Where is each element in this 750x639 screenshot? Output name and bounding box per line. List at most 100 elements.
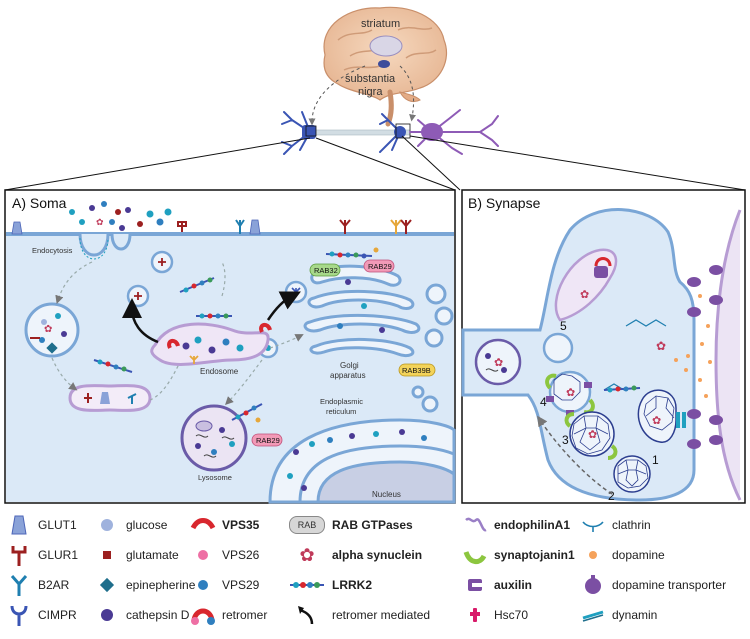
retromer-arrow-2 (266, 291, 301, 321)
endophilin-icon (462, 514, 488, 536)
axonal-vesicle: ✿ (474, 338, 522, 386)
substantia-label: substantia (345, 73, 396, 85)
lrrk2-icon (288, 574, 326, 596)
legend-auxilin: auxilin (462, 574, 532, 596)
legend-dynamin: dynamin (580, 604, 657, 626)
golgi-apparatus (303, 264, 454, 358)
retromer-icon (190, 604, 216, 626)
legend-alpha-synuclein: ✿ alpha synuclein (288, 544, 422, 566)
vesicle-stage-4: ✿ (545, 370, 595, 416)
legend-epinepherine: epinepherine (94, 574, 195, 596)
nigra-label: nigra (358, 86, 383, 98)
panel-b-title: B) Synapse (468, 195, 541, 211)
svg-text:✿: ✿ (652, 415, 661, 427)
postsynaptic-membrane (714, 209, 742, 501)
retromer-arrow-icon (288, 604, 326, 626)
legend-synaptojanin: synaptojanin1 (462, 544, 575, 566)
striatum-label: striatum (361, 18, 400, 30)
dopamine-transporters (687, 265, 723, 449)
alpha-synuclein-icon: ✿ (299, 544, 315, 565)
vps29-icon (190, 574, 216, 596)
svg-text:RAB32: RAB32 (314, 266, 338, 275)
legend-endophilin: endophilinA1 (462, 514, 570, 536)
rab39b-badge: RAB39B (398, 363, 436, 377)
recycling-vesicle (68, 384, 152, 412)
svg-text:✿: ✿ (656, 339, 666, 353)
legend-lrrk2: LRRK2 (288, 574, 372, 596)
dopamine-cleft (674, 294, 712, 398)
rab32-badge: RAB32 (309, 263, 341, 277)
stage-5-label: 5 (560, 319, 567, 333)
terminal-neuron-icon (379, 113, 406, 153)
lrrk2-molecule (93, 277, 232, 373)
stage-4-label: 4 (540, 395, 547, 409)
vesicle-stage-1: ✿ (637, 389, 686, 443)
svg-text:RAB29: RAB29 (256, 436, 280, 445)
panel-a-title: A) Soma (12, 195, 67, 211)
stage-3-label: 3 (562, 433, 569, 447)
presynaptic-terminal (461, 208, 696, 502)
vps26-icon (190, 544, 216, 566)
dynamin-icon (580, 604, 606, 626)
brain-illustration: striatum substantia nigra (308, 6, 448, 127)
legend-retromer: retromer (190, 604, 267, 626)
glutamate-icon (94, 544, 120, 566)
golgi-label-1: Golgi (340, 361, 359, 370)
striatal-neuron-icon (409, 109, 499, 155)
legend-dopamine-transporter: dopamine transporter (580, 574, 726, 596)
nucleus-label: Nucleus (372, 490, 401, 499)
legend-glur1: GLUR1 (6, 544, 78, 566)
b2ar-icon (6, 574, 32, 596)
svg-text:✿: ✿ (96, 217, 104, 227)
svg-text:✿: ✿ (494, 357, 503, 369)
lysosome-label: Lysosome (198, 473, 232, 482)
legend-rab-gtpases: RAB RAB GTPases (288, 514, 413, 536)
endosome-label: Endosome (200, 367, 239, 376)
recycling-arrow (537, 415, 613, 495)
rab-badge-icon: RAB (288, 514, 326, 536)
rab29-badge-lysosome: RAB29 (251, 433, 283, 447)
lysosome (180, 404, 248, 472)
golgi-label-2: apparatus (330, 371, 366, 380)
legend-retromer-mediated: retromer mediated (288, 604, 430, 626)
clathrin-icon (580, 514, 606, 536)
stage-1-label: 1 (652, 453, 659, 467)
svg-text:RAB39B: RAB39B (402, 366, 431, 375)
diagram-canvas: striatum substantia nigra (4, 6, 746, 504)
membrane-receptors (11, 219, 412, 235)
legend-b2ar: B2AR (6, 574, 69, 596)
legend: GLUT1 GLUR1 B2AR CIMPR glucose glutamate… (0, 508, 750, 639)
retromer-arrow-1 (122, 298, 159, 344)
synaptojanin-icon (462, 544, 488, 566)
vesicle-stage-2 (613, 455, 651, 493)
striatum-region (369, 35, 403, 57)
vesicle-stage-3: ✿ (564, 411, 618, 460)
rab29-badge-golgi: RAB29 (363, 259, 395, 273)
substantia-nigra-region (378, 60, 390, 68)
legend-glut1: GLUT1 (6, 514, 77, 536)
svg-text:✿: ✿ (44, 324, 52, 335)
legend-vps29: VPS29 (190, 574, 259, 596)
epinepherine-icon (94, 574, 120, 596)
dopaminergic-neuron-icon (281, 111, 311, 155)
vesicle-stage-5 (542, 332, 574, 364)
legend-cathepsin: cathepsin D (94, 604, 189, 626)
legend-clathrin: clathrin (580, 514, 651, 536)
nucleus (316, 460, 456, 504)
legend-cimpr: CIMPR (6, 604, 77, 626)
legend-vps26: VPS26 (190, 544, 259, 566)
cathepsin-icon (94, 604, 120, 626)
panel-synapse: B) Synapse ✿ ✿ 5 ✿ (461, 189, 746, 504)
er-label-1: Endoplasmic (320, 397, 363, 406)
legend-dopamine: dopamine (580, 544, 665, 566)
neuron-row (4, 109, 746, 191)
cimpr-icon (6, 604, 32, 626)
endocytosis-label: Endocytosis (32, 246, 73, 255)
svg-text:RAB29: RAB29 (368, 262, 392, 271)
auxilin-icon (462, 574, 488, 596)
dopamine-icon (580, 544, 606, 566)
early-endosome-vesicle: ✿ (24, 302, 80, 358)
stage-2-label: 2 (608, 489, 615, 503)
panel-soma: A) Soma ✿ Endocytosis (4, 189, 456, 504)
glur1-icon (6, 544, 32, 566)
